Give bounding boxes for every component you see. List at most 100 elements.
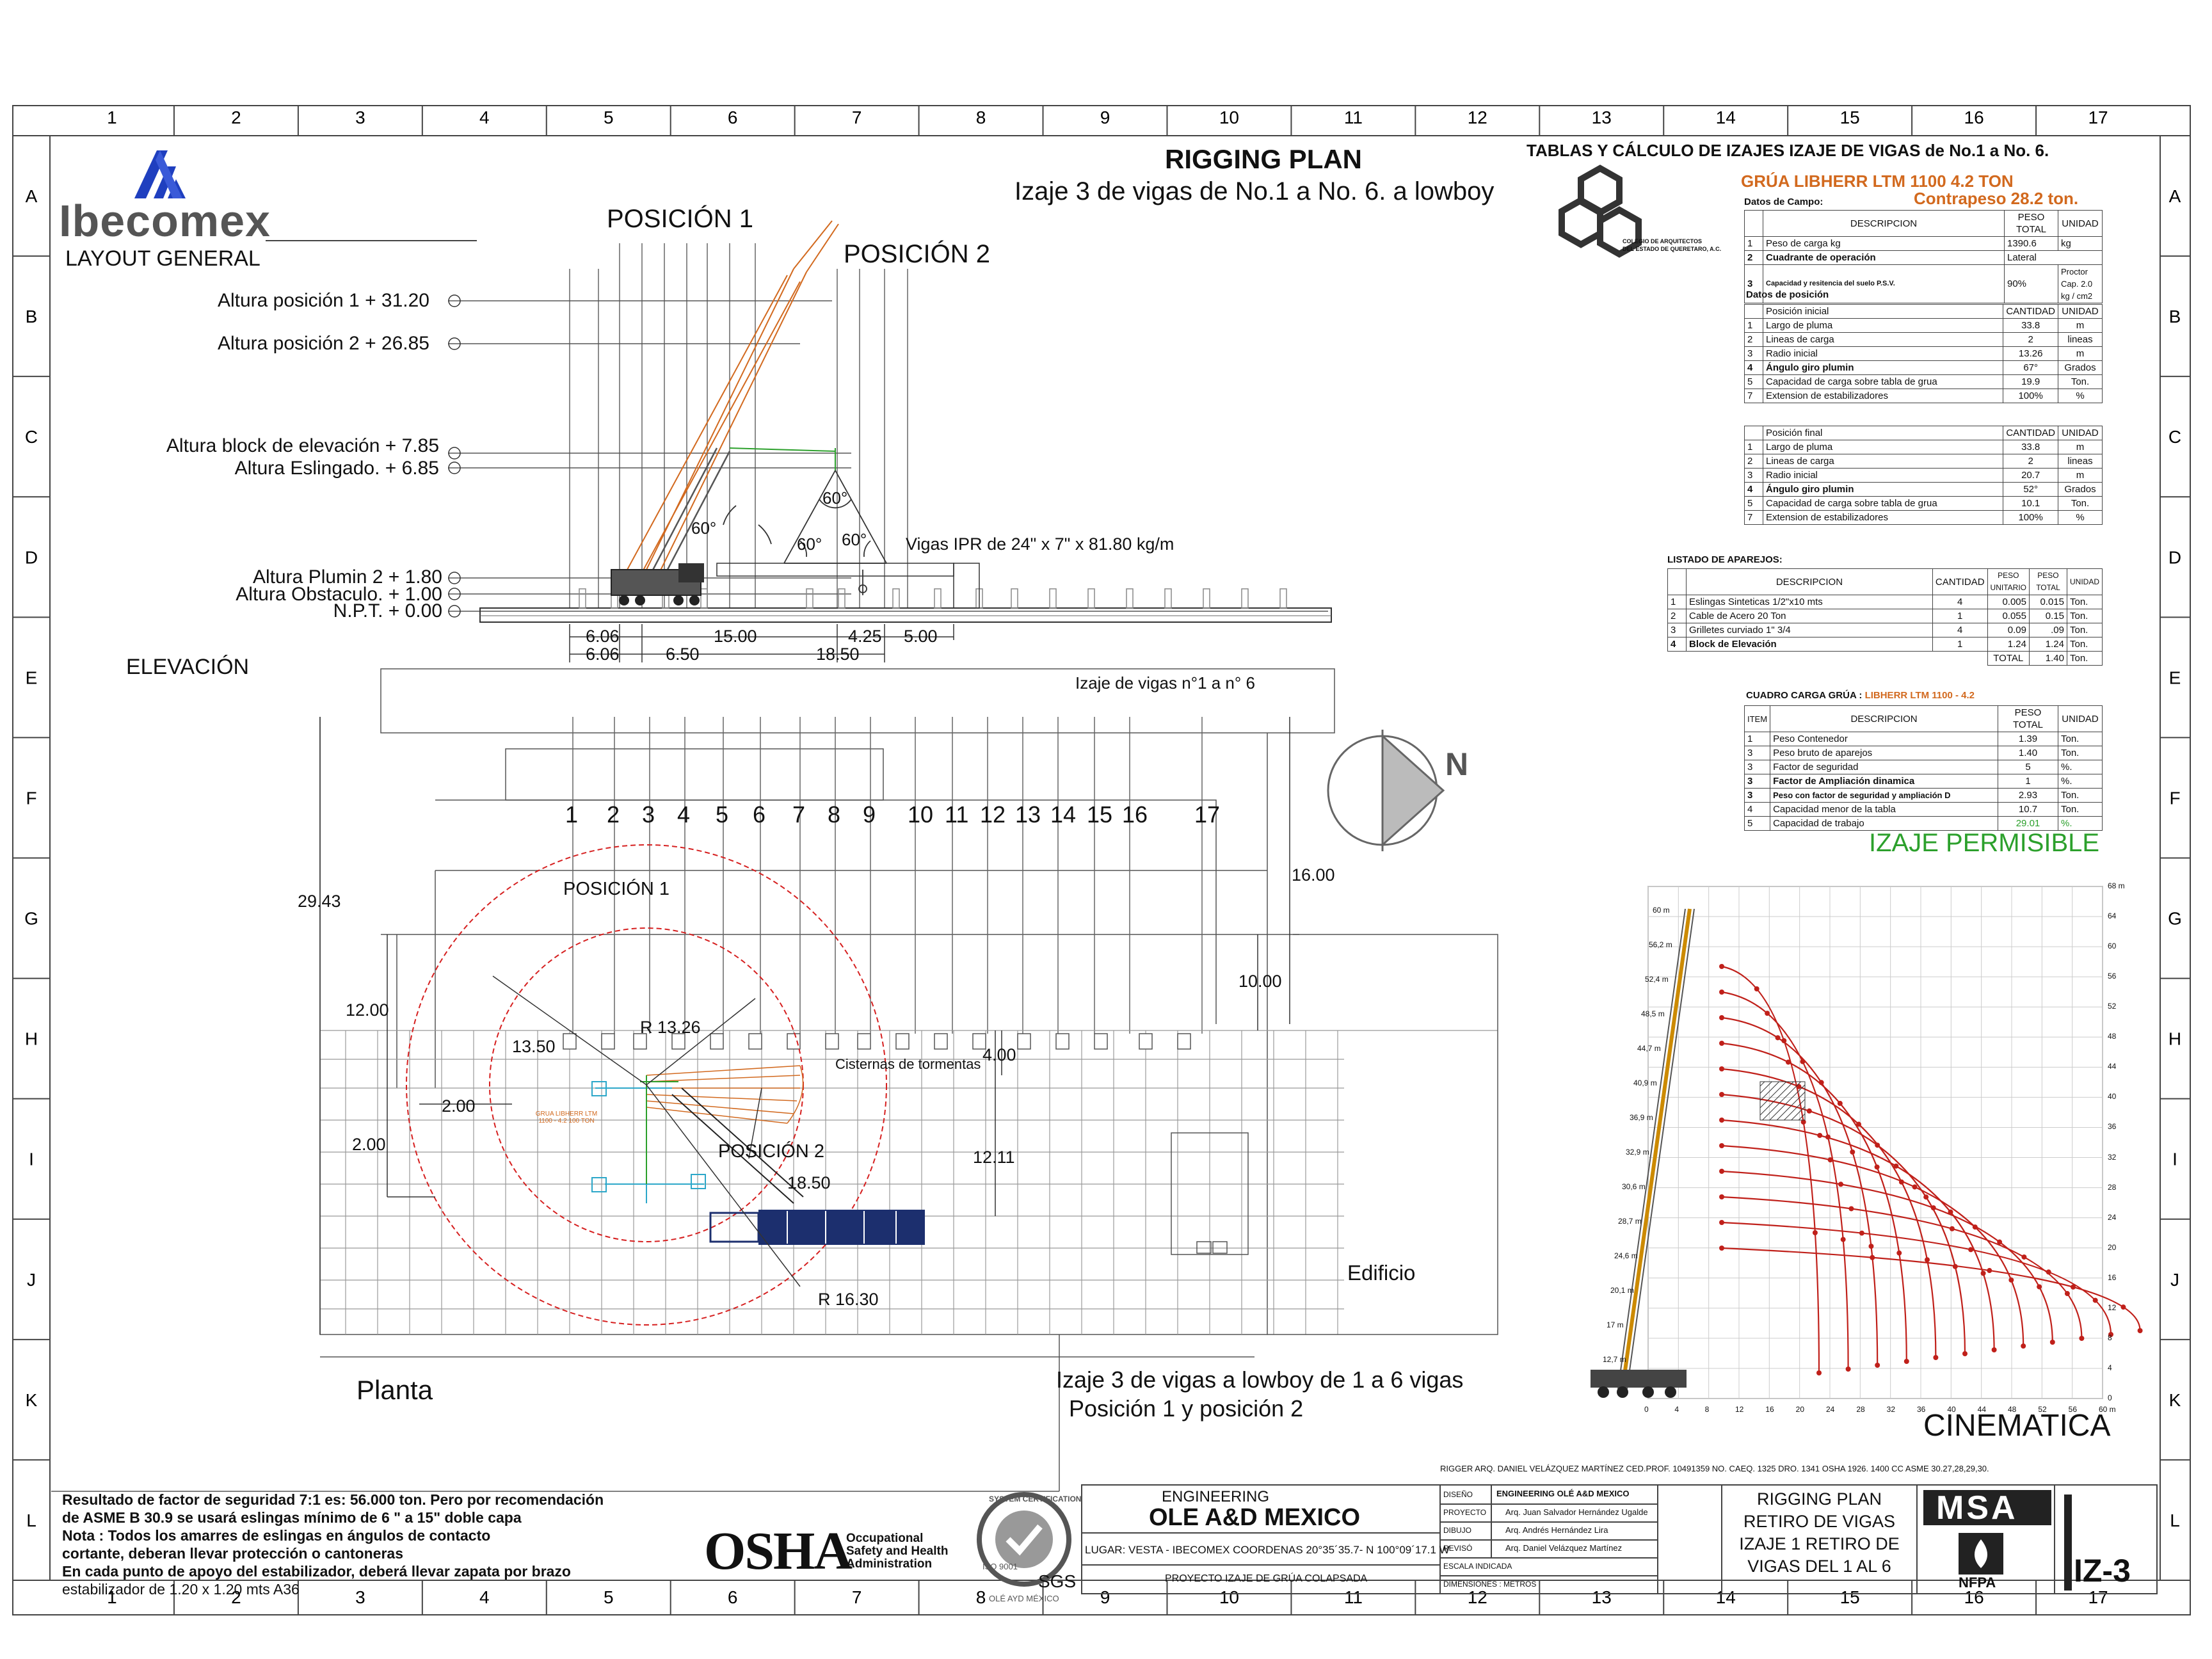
- cinematica-y-tick: 32: [2108, 1152, 2117, 1162]
- sheet-logo: [2064, 1495, 2072, 1591]
- cinematica-x-tick: 40: [1947, 1405, 1956, 1414]
- cinematica-x-tick: 52: [2038, 1405, 2047, 1414]
- layout-general-label: LAYOUT GENERAL: [65, 246, 260, 271]
- plan-position2: POSICIÓN 2: [718, 1141, 824, 1162]
- height-obstacle: Altura Obstaculo. + 1.00: [236, 584, 442, 605]
- crane-model: GRÚA LIBHERR LTM 1100 4.2 TON: [1741, 172, 2014, 191]
- grid-row-label: D: [25, 547, 38, 567]
- tb-plan-title: RETIRO DE VIGAS: [1743, 1512, 1896, 1531]
- grid-column-label: 14: [1716, 108, 1736, 127]
- cinematica-y-tick: 48: [2108, 1032, 2117, 1041]
- grid-row-label: C: [2168, 427, 2181, 447]
- col-header: PESO TOTAL: [2004, 210, 2058, 237]
- dim-12: 12.00: [346, 1000, 389, 1020]
- grid-row-label: I: [2172, 1150, 2177, 1169]
- cinematica-boom-label: 17 m: [1607, 1320, 1624, 1329]
- grid-row-label: B: [2169, 307, 2181, 326]
- north-arrow: [1327, 730, 1445, 851]
- plan-position1: POSICIÓN 1: [563, 879, 669, 899]
- position-data-title: Datos de posición: [1746, 289, 1829, 300]
- grid-row-label: E: [2169, 668, 2181, 687]
- grid-column-label: 6: [728, 1587, 738, 1607]
- page-title: RIGGING PLAN: [1165, 144, 1363, 174]
- height-npt: N.P.T. + 0.00: [333, 600, 442, 621]
- cinematica-y-tick: 16: [2108, 1272, 2117, 1282]
- grid-row-label: B: [26, 307, 38, 326]
- grid-row-label: I: [29, 1150, 34, 1169]
- cinematica-x-tick: 0: [1644, 1405, 1649, 1414]
- cinematica-boom-label: 30,6 m: [1622, 1182, 1646, 1191]
- iso-seal: [977, 1492, 1071, 1587]
- tb-field-label: DIBUJO: [1443, 1526, 1472, 1535]
- cinematica-y-tick: 40: [2108, 1092, 2117, 1102]
- crane-counterweight: Contrapeso 28.2 ton.: [1914, 189, 2079, 208]
- elev-dim: 18.50: [816, 645, 860, 664]
- grid-column-label: 6: [728, 108, 738, 127]
- cinematica-y-tick: 60: [2108, 942, 2117, 951]
- cinematica-x-tick: 56: [2068, 1405, 2078, 1414]
- lift-permissible-status: IZAJE PERMISIBLE: [1869, 829, 2100, 857]
- elev-dim: 6.50: [666, 645, 700, 664]
- field-data-title: Datos de Campo:: [1744, 196, 1823, 207]
- grid-row-label: A: [26, 186, 38, 206]
- plan-crane-tag: GRUA LIBHERR LTM 1100 - 4.2 100 TON: [535, 1110, 598, 1125]
- cinematica-x-tick: 4: [1674, 1405, 1679, 1414]
- col-header: DESCRIPCION: [1763, 210, 2005, 237]
- cinematica-y-tick: 68 m: [2108, 881, 2125, 890]
- height-pos1: Altura posición 1 + 31.20: [217, 290, 429, 311]
- grid-column-label: 12: [1468, 1587, 1487, 1607]
- grid-column-label: 2: [231, 1587, 241, 1607]
- osha-line: Occupational: [846, 1532, 924, 1545]
- elevation-position2: POSICIÓN 2: [844, 240, 990, 268]
- height-block: Altura block de elevación + 7.85: [166, 435, 439, 456]
- elevation-label: ELEVACIÓN: [126, 655, 250, 679]
- grid-row-label: L: [26, 1511, 36, 1530]
- rigger-line: RIGGER ARQ. DANIEL VELÁZQUEZ MARTÍNEZ CE…: [1440, 1464, 1989, 1473]
- tb-plan-title: IZAJE 1 RETIRO DE: [1739, 1534, 1900, 1553]
- osha-line: Administration: [846, 1557, 933, 1571]
- dim-2b: 2.00: [352, 1135, 386, 1154]
- grid-column-label: 7: [852, 108, 862, 127]
- plan-cisterns: Cisternas de tormentas: [835, 1056, 981, 1072]
- elevation-view: [448, 220, 1332, 662]
- beam-number: 15: [1087, 801, 1113, 828]
- dim-10: 10.00: [1238, 972, 1282, 991]
- brand-underline: [266, 240, 477, 241]
- grid-row-label: G: [24, 909, 38, 929]
- grid-row-label: H: [2168, 1029, 2181, 1049]
- angle-label: 60°: [842, 530, 867, 549]
- tb-location: LUGAR: VESTA - IBECOMEX COORDENAS 20°35´…: [1085, 1544, 1450, 1556]
- tb-field-label: DISEÑO: [1443, 1490, 1473, 1499]
- note-line: estabilizador de 1.20 x 1.20 mts A36: [62, 1581, 300, 1598]
- title-block-frame: [1081, 1484, 2158, 1594]
- load-chart-crane: LIBHERR LTM 1100 - 4.2: [1864, 690, 1975, 701]
- cinematica-boom-label: 40,9 m: [1633, 1078, 1657, 1087]
- angle-label: 60°: [797, 534, 822, 554]
- beam-number: 2: [607, 801, 620, 828]
- grid-column-label: 15: [1840, 108, 1860, 127]
- grid-column-label: 14: [1716, 1587, 1736, 1607]
- grid-column-label: 1: [107, 1587, 117, 1607]
- grid-row-label: A: [2169, 186, 2181, 206]
- grid-column-label: 5: [604, 1587, 614, 1607]
- msa-label: MSA: [1936, 1489, 2018, 1527]
- cinematica-x-tick: 44: [1977, 1405, 1987, 1414]
- tb-field-label: PROYECTO: [1443, 1508, 1487, 1517]
- cinematica-x-tick: 28: [1856, 1405, 1865, 1414]
- grid-row-label: L: [2170, 1511, 2180, 1530]
- beams-spec: Vigas IPR de 24" x 7" x 81.80 kg/m: [906, 534, 1174, 554]
- grid-row-ticks: [13, 255, 2190, 1461]
